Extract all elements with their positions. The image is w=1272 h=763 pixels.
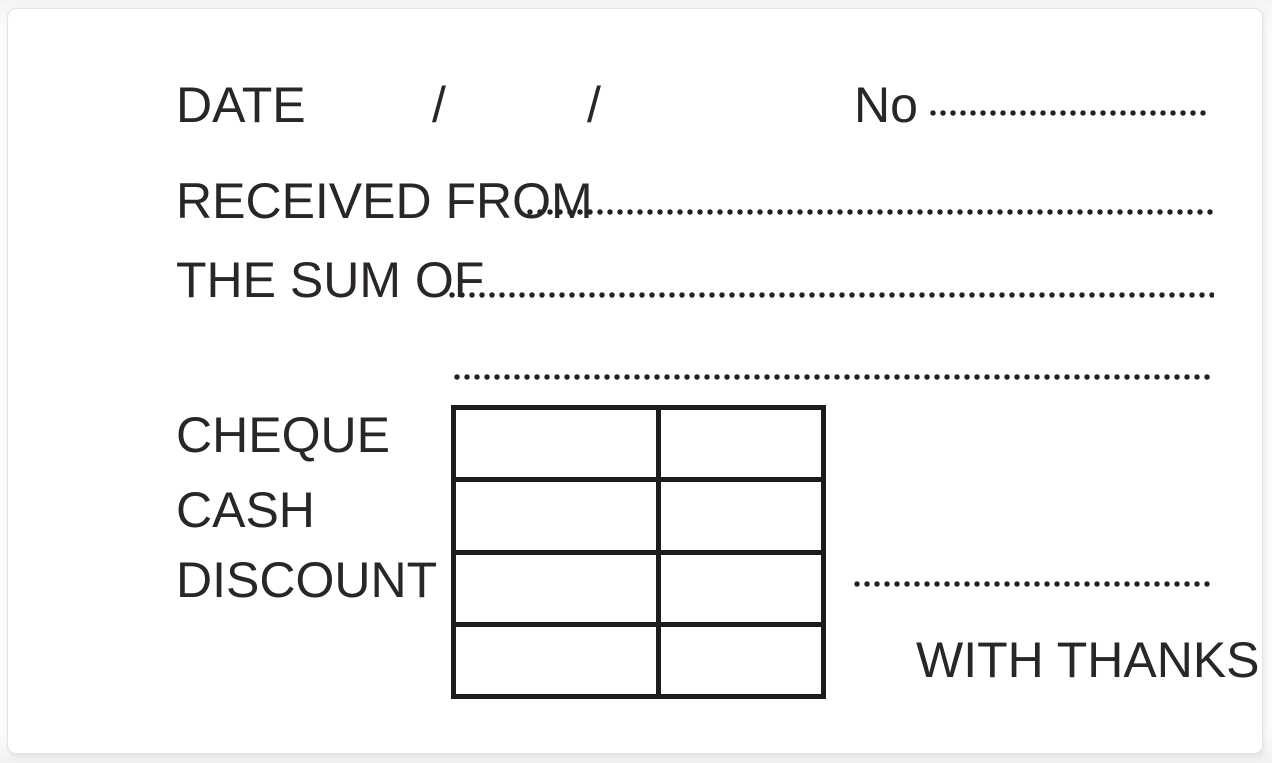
date-label: DATE <box>176 77 306 133</box>
amount-table-cell-r1c2[interactable] <box>661 410 821 478</box>
amount-table-cell-r3c2[interactable] <box>661 554 821 622</box>
the-sum-of-label: THE SUM OF <box>176 252 485 308</box>
amount-table-cell-r2c1[interactable] <box>456 482 656 550</box>
amount-table-cell-r2c2[interactable] <box>661 482 821 550</box>
with-thanks-label: WITH THANKS <box>916 632 1260 688</box>
amount-table-cell-r3c1[interactable] <box>456 554 656 622</box>
payment-method-label-discount: DISCOUNT <box>176 552 438 608</box>
date-separator-slash-1: / <box>432 77 446 133</box>
receipt-number-label: No <box>854 77 918 133</box>
amount-table-cell-r1c1[interactable] <box>456 410 656 478</box>
received-from-fill-line[interactable] <box>526 208 1214 216</box>
the-sum-of-fill-line[interactable] <box>448 291 1214 299</box>
receipt-number-fill-line[interactable] <box>929 109 1210 117</box>
amount-table-cell-r4c1[interactable] <box>456 626 656 694</box>
amount-table-cell-r4c2[interactable] <box>661 626 821 694</box>
amount-fill-line[interactable] <box>453 373 1213 381</box>
date-separator-slash-2: / <box>587 77 601 133</box>
amount-table <box>451 405 826 699</box>
receipt-page: DATE / / No RECEIVED FROM THE SUM OF CHE… <box>7 8 1263 754</box>
payment-method-label-cash: CASH <box>176 482 315 538</box>
signature-fill-line[interactable] <box>853 580 1211 588</box>
payment-method-label-cheque: CHEQUE <box>176 407 390 463</box>
received-from-label: RECEIVED FROM <box>176 173 593 229</box>
